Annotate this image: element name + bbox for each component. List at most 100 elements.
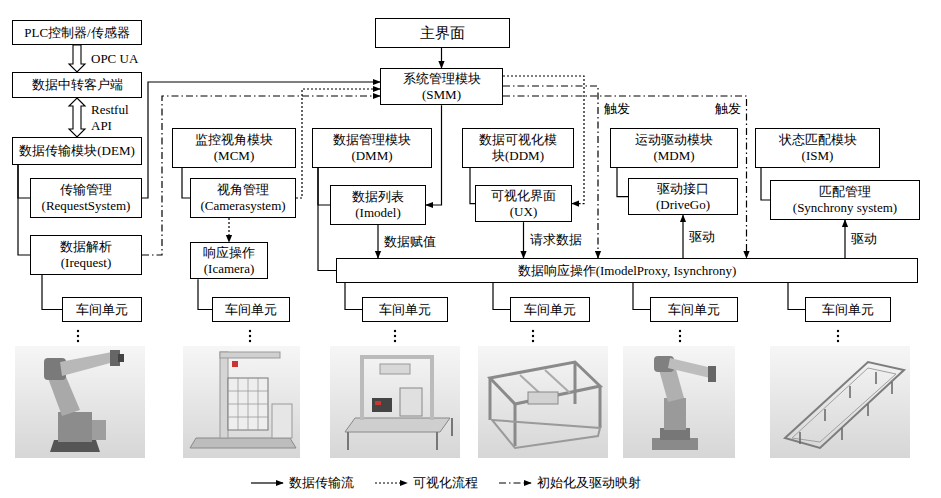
- continuation-dots-part: [837, 330, 839, 332]
- inspection-cell-illustration-part: [228, 378, 268, 430]
- box-label: 数据响应操作(ImodelProxy, Isynchrony): [518, 263, 737, 279]
- box-label: 车间单元: [668, 302, 720, 318]
- continuation-dots-part: [679, 330, 681, 332]
- flow-connector: [682, 215, 683, 258]
- legend-item: 可视化流程: [374, 474, 478, 492]
- workstation-illustration-part: [348, 418, 452, 450]
- inspection-cell-illustration-part: [228, 378, 268, 430]
- main-ui-box: 主界面: [375, 18, 510, 48]
- box-label: 可视化界面 (UX): [482, 188, 565, 219]
- flow-connector: [503, 86, 598, 258]
- box-label: 车间单元: [524, 302, 576, 318]
- continuation-dots-part: [532, 330, 534, 332]
- box-label: 车间单元: [822, 302, 874, 318]
- unit-box: 车间单元: [362, 297, 448, 322]
- edge-label: 数据赋值: [383, 234, 437, 250]
- gantry-illustration-part: [490, 362, 600, 404]
- flow-connector: [69, 45, 85, 72]
- box-label: 数据解析 (Irequest): [37, 239, 135, 270]
- robot-illustration: [15, 346, 145, 458]
- inspection-cell-illustration-part: [232, 361, 238, 367]
- module-box: 数据可视化模块(DDM): [462, 128, 574, 168]
- robot-illustration-part: [15, 346, 145, 458]
- box-label: 响应操作 (Icamera): [197, 245, 261, 276]
- submodule-box: 传输管理 (RequestSystem): [30, 178, 142, 218]
- submodule-box: 响应操作 (Icamera): [190, 242, 268, 279]
- continuation-dots-part: [249, 335, 251, 337]
- continuation-dots: [77, 330, 839, 342]
- inspection-cell-illustration-part: [220, 352, 228, 438]
- inspection-cell-illustration-part: [220, 352, 280, 358]
- box-label: 运动驱动模块 (MDM): [634, 132, 715, 163]
- flow-connector: [18, 165, 30, 198]
- workstation-illustration-part: [372, 398, 392, 412]
- box-label: 数据列表 (Imodel): [337, 189, 419, 220]
- module-box: 状态匹配模块 (ISM): [755, 128, 880, 168]
- legend-line: [499, 482, 531, 483]
- inspection-cell-illustration-part: [183, 346, 300, 458]
- flow-connector: [844, 220, 845, 258]
- unit-box: 车间单元: [650, 297, 738, 322]
- module-box: 运动驱动模块 (MDM): [610, 128, 738, 168]
- flow-connector: [761, 168, 770, 200]
- box-label: 驱动接口 (DriveGo): [635, 181, 731, 212]
- legend-text: 初始化及驱动映射: [537, 474, 641, 492]
- flow-connector: [523, 222, 524, 258]
- robot-illustration-part: [60, 352, 114, 376]
- workstation-illustration: [330, 346, 460, 458]
- flow-connector: [345, 283, 362, 310]
- box-label: 数据可视化模块(DDM): [478, 132, 559, 163]
- flow-connector: [18, 165, 30, 255]
- gantry-illustration-part: [492, 420, 600, 448]
- robot-arm-illustration-part: [623, 346, 735, 458]
- edge-label: 驱动: [688, 229, 716, 245]
- continuation-dots-part: [532, 335, 534, 337]
- conveyor-illustration: [770, 346, 910, 458]
- module-box: 监控视角模块 (MCM): [172, 128, 296, 168]
- workstation-illustration-part: [380, 364, 410, 374]
- inspection-cell-illustration-part: [190, 438, 296, 448]
- legend: 数据传输流 可视化流程 初始化及驱动映射: [250, 474, 641, 492]
- box-label: 数据中转客户端: [32, 77, 123, 93]
- gantry-illustration: [478, 346, 608, 458]
- flow-connector: [42, 275, 62, 310]
- legend-text: 数据传输流: [289, 474, 354, 492]
- client-box: 数据中转客户端: [12, 72, 142, 98]
- edge-label: 驱动: [850, 231, 878, 247]
- workstation-illustration-part: [400, 388, 422, 416]
- conveyor-illustration-part: [792, 368, 896, 442]
- continuation-dots-part: [394, 330, 396, 332]
- edge-label: OPC UA: [90, 51, 139, 67]
- workstation-illustration-part: [375, 401, 381, 405]
- continuation-dots-part: [837, 335, 839, 337]
- box-label: 数据传输模块(DEM): [19, 143, 135, 159]
- flow-connector: [69, 98, 85, 137]
- submodule-box: 可视化界面 (UX): [475, 185, 572, 222]
- robot-arm-illustration-part: [664, 398, 686, 430]
- response-bar: 数据响应操作(ImodelProxy, Isynchrony): [336, 258, 918, 283]
- workstation-illustration-part: [330, 346, 460, 458]
- gantry-illustration-part: [478, 346, 608, 458]
- continuation-dots-part: [77, 340, 79, 342]
- box-label: 车间单元: [379, 302, 431, 318]
- continuation-dots-part: [394, 335, 396, 337]
- unit-box: 车间单元: [212, 297, 290, 322]
- legend-line-sample: [374, 478, 408, 488]
- continuation-dots-part: [77, 330, 79, 332]
- flow-connector: [377, 225, 378, 258]
- continuation-dots-part: [394, 340, 396, 342]
- legend-item: 数据传输流: [250, 474, 354, 492]
- flow-connector: [788, 283, 805, 310]
- flow-connector: [503, 96, 747, 258]
- continuation-dots-part: [837, 340, 839, 342]
- continuation-dots-part: [679, 340, 681, 342]
- robot-arm-illustration-part: [708, 366, 716, 382]
- submodule-box: 驱动接口 (DriveGo): [628, 178, 738, 215]
- continuation-dots-part: [249, 330, 251, 332]
- box-label: 数据管理模块 (DMM): [332, 132, 413, 163]
- box-label: 系统管理模块 (SMM): [401, 71, 482, 102]
- flow-connector: [182, 168, 190, 198]
- flow-connector: [142, 96, 380, 255]
- legend-line-sample: [498, 478, 532, 488]
